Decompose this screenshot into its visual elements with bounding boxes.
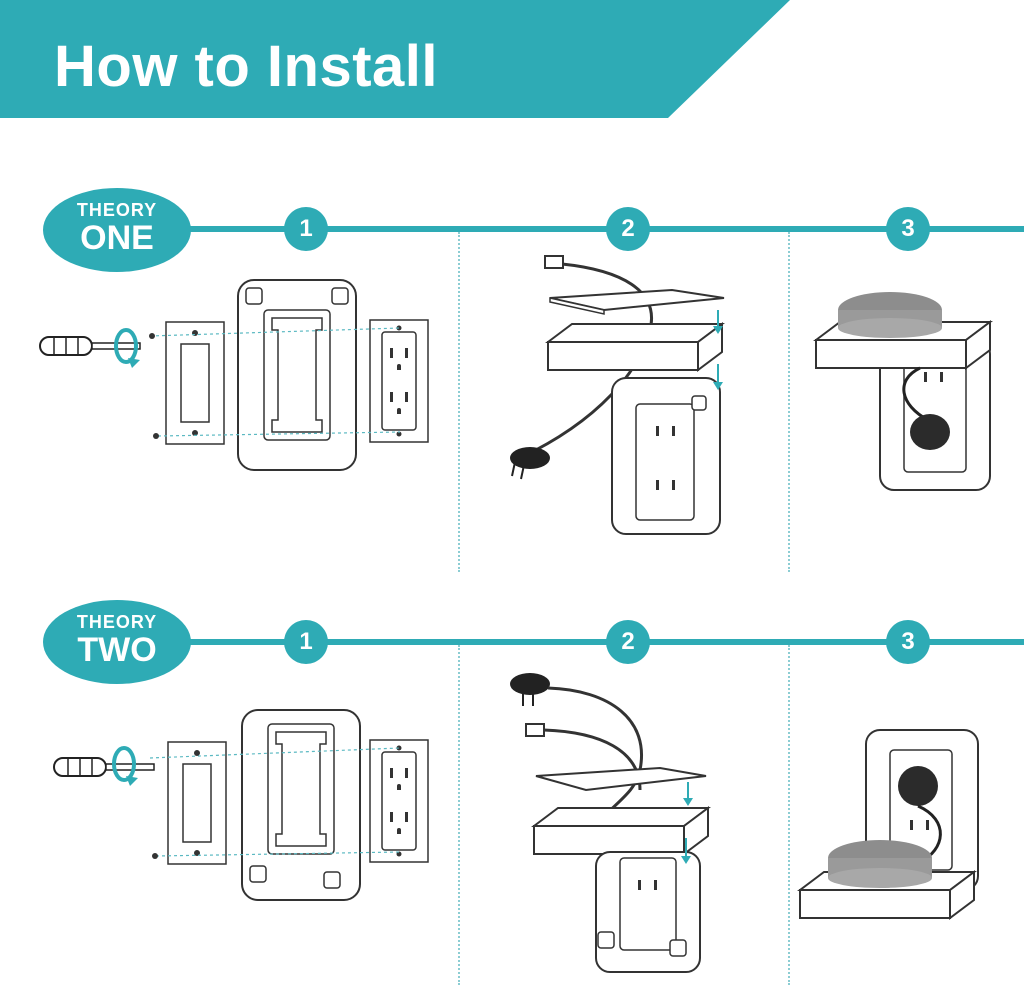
theory-one-timeline [150, 226, 1024, 232]
theory-two-step-3: 3 [886, 620, 930, 664]
theory-two-step-1: 1 [284, 620, 328, 664]
divider-2-top [788, 232, 790, 572]
theory-one-badge: THEORY ONE [43, 188, 191, 272]
theory-one-step-3: 3 [886, 207, 930, 251]
down-arrow-icon [713, 310, 723, 390]
theory-one-label-big: ONE [80, 219, 154, 257]
plug-icon [510, 447, 550, 480]
theory-one-step-2: 2 [606, 207, 650, 251]
smart-speaker-icon [838, 292, 942, 338]
divider-1-bottom [458, 645, 460, 985]
theory-two-badge: THEORY TWO [43, 600, 191, 684]
theory-two-step-2: 2 [606, 620, 650, 664]
theory-two-timeline [150, 639, 1024, 645]
page-title: How to Install [54, 34, 438, 99]
divider-1-top [458, 232, 460, 572]
header-banner [0, 0, 790, 118]
theory-one-step-1: 1 [284, 207, 328, 251]
theory-two-label-small: THEORY [76, 612, 158, 632]
theory-one-label-small: THEORY [76, 200, 158, 220]
theory-two-label-big: TWO [77, 631, 157, 669]
divider-2-bottom [788, 645, 790, 985]
